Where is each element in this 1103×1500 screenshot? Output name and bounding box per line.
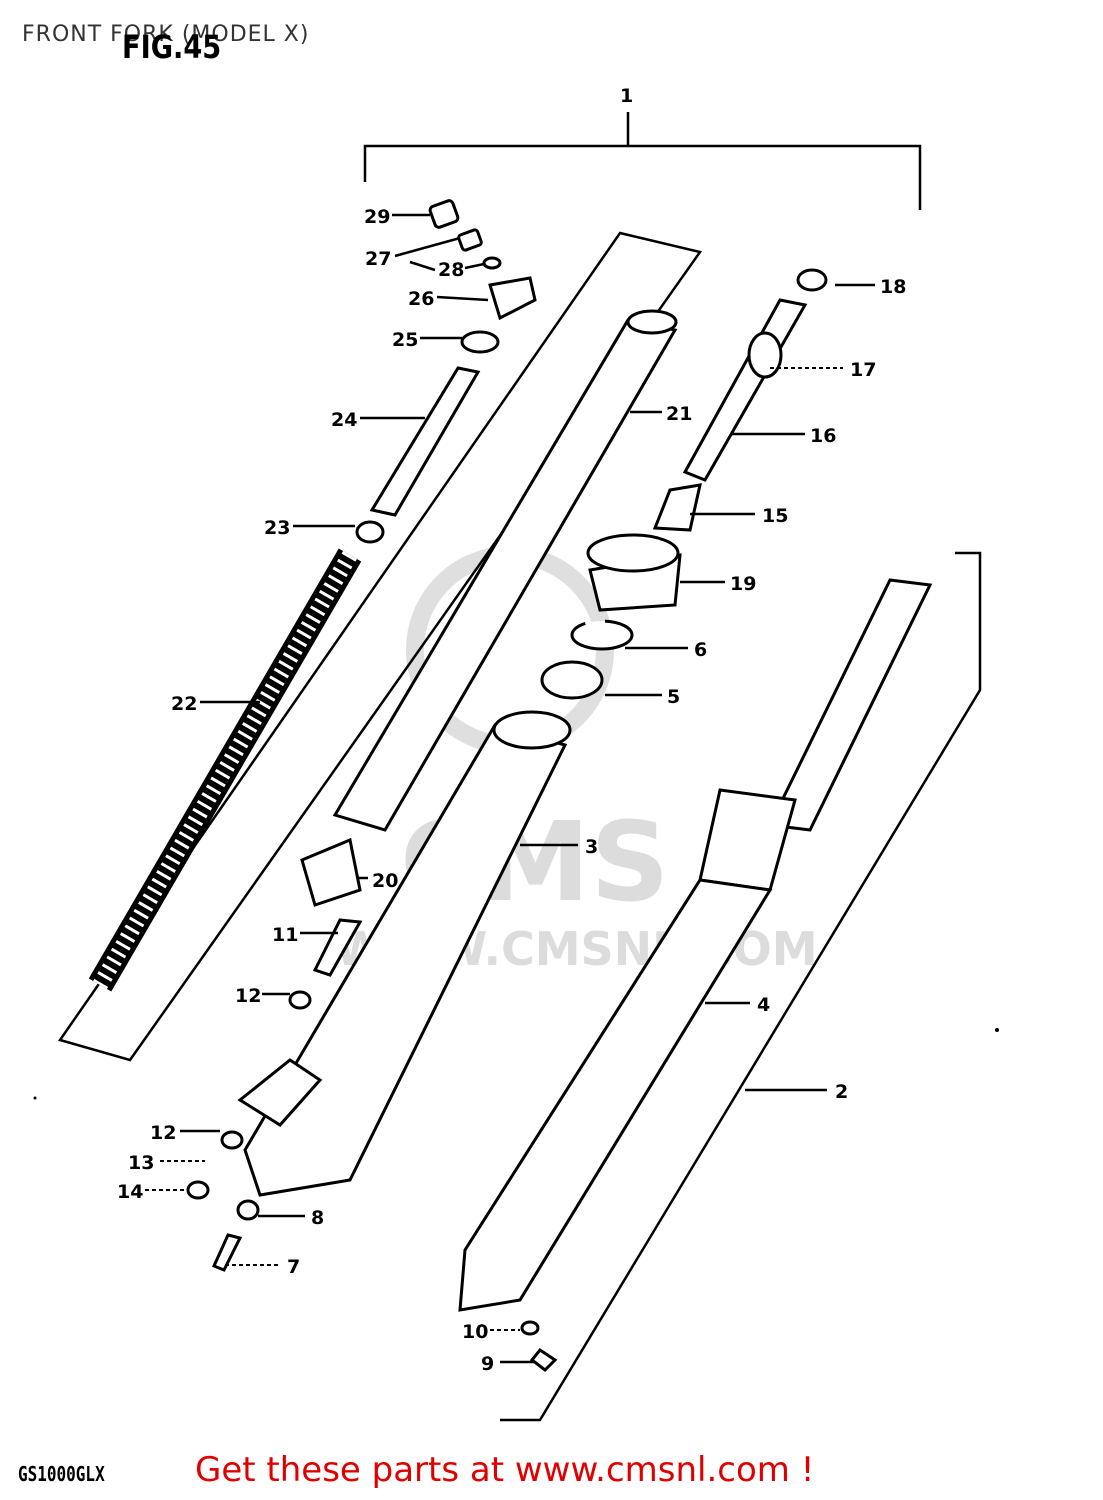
callout-13: 13	[128, 1152, 154, 1174]
leader-lines	[145, 213, 875, 1364]
figure-label: FIG.45	[122, 28, 222, 66]
slide-metal	[300, 837, 362, 907]
bolt-11	[312, 918, 363, 977]
gasket-10	[520, 1320, 540, 1336]
right-outer-tube	[767, 578, 933, 832]
promo-link[interactable]: Get these parts at www.cmsnl.com !	[195, 1450, 815, 1490]
valve-seal	[482, 256, 502, 270]
nut-14	[186, 1180, 210, 1200]
cylinder	[682, 298, 808, 482]
oil-seal	[540, 660, 604, 700]
screw-9	[529, 1347, 558, 1372]
callout-7: 7	[287, 1256, 300, 1278]
callout-12-bottom: 12	[150, 1122, 176, 1144]
callout-11: 11	[272, 924, 298, 946]
callout-14: 14	[117, 1181, 143, 1203]
callout-10: 10	[462, 1321, 488, 1343]
callout-6: 6	[694, 639, 707, 661]
callout-1: 1	[620, 85, 633, 107]
bolt-7	[211, 1233, 243, 1272]
model-code: GS1000GLX	[18, 1462, 105, 1486]
gasket-8	[236, 1199, 260, 1221]
stopper-ring	[570, 619, 634, 651]
washer	[355, 520, 385, 544]
callout-9: 9	[481, 1353, 494, 1375]
oil-lock-piece	[652, 483, 702, 532]
rebound-spring	[747, 331, 783, 379]
callout-29: 29	[364, 206, 390, 228]
callout-2: 2	[835, 1081, 848, 1103]
callout-23: 23	[264, 517, 290, 539]
page-title: FRONT FORK (MODEL X)	[22, 22, 310, 47]
callout-3: 3	[585, 836, 598, 858]
washer-12-bottom	[220, 1130, 244, 1150]
air-valve	[428, 199, 460, 229]
fork-spring	[88, 548, 362, 992]
callout-24: 24	[331, 409, 357, 431]
callout-19: 19	[730, 573, 756, 595]
damper-rod	[369, 366, 481, 517]
inner-tube-frame	[57, 231, 703, 1062]
callout-8: 8	[311, 1207, 324, 1229]
valve-core	[457, 228, 483, 252]
callout-21: 21	[666, 403, 692, 425]
callout-16: 16	[810, 425, 836, 447]
callout-27: 27	[365, 248, 391, 270]
callout-numbers: 1 2 3 4 5 6 7 8 9 10 11 12 12 13 14 15 1…	[117, 85, 906, 1375]
callout-28: 28	[438, 259, 464, 281]
assembly-bracket	[363, 144, 922, 210]
o-ring	[460, 330, 500, 354]
cylinder-ring	[796, 268, 828, 292]
callout-26: 26	[408, 288, 434, 310]
callout-4: 4	[757, 994, 770, 1016]
callout-25: 25	[392, 329, 418, 351]
callout-18: 18	[880, 276, 906, 298]
callout-12-top: 12	[235, 985, 261, 1007]
callout-17: 17	[850, 359, 876, 381]
callout-22: 22	[171, 693, 197, 715]
callout-20: 20	[372, 870, 398, 892]
washer-12-top	[288, 990, 312, 1010]
outer-tube-bracket	[500, 551, 982, 1422]
callout-5: 5	[667, 686, 680, 708]
callout-15: 15	[762, 505, 788, 527]
cap-bolt	[488, 276, 537, 321]
